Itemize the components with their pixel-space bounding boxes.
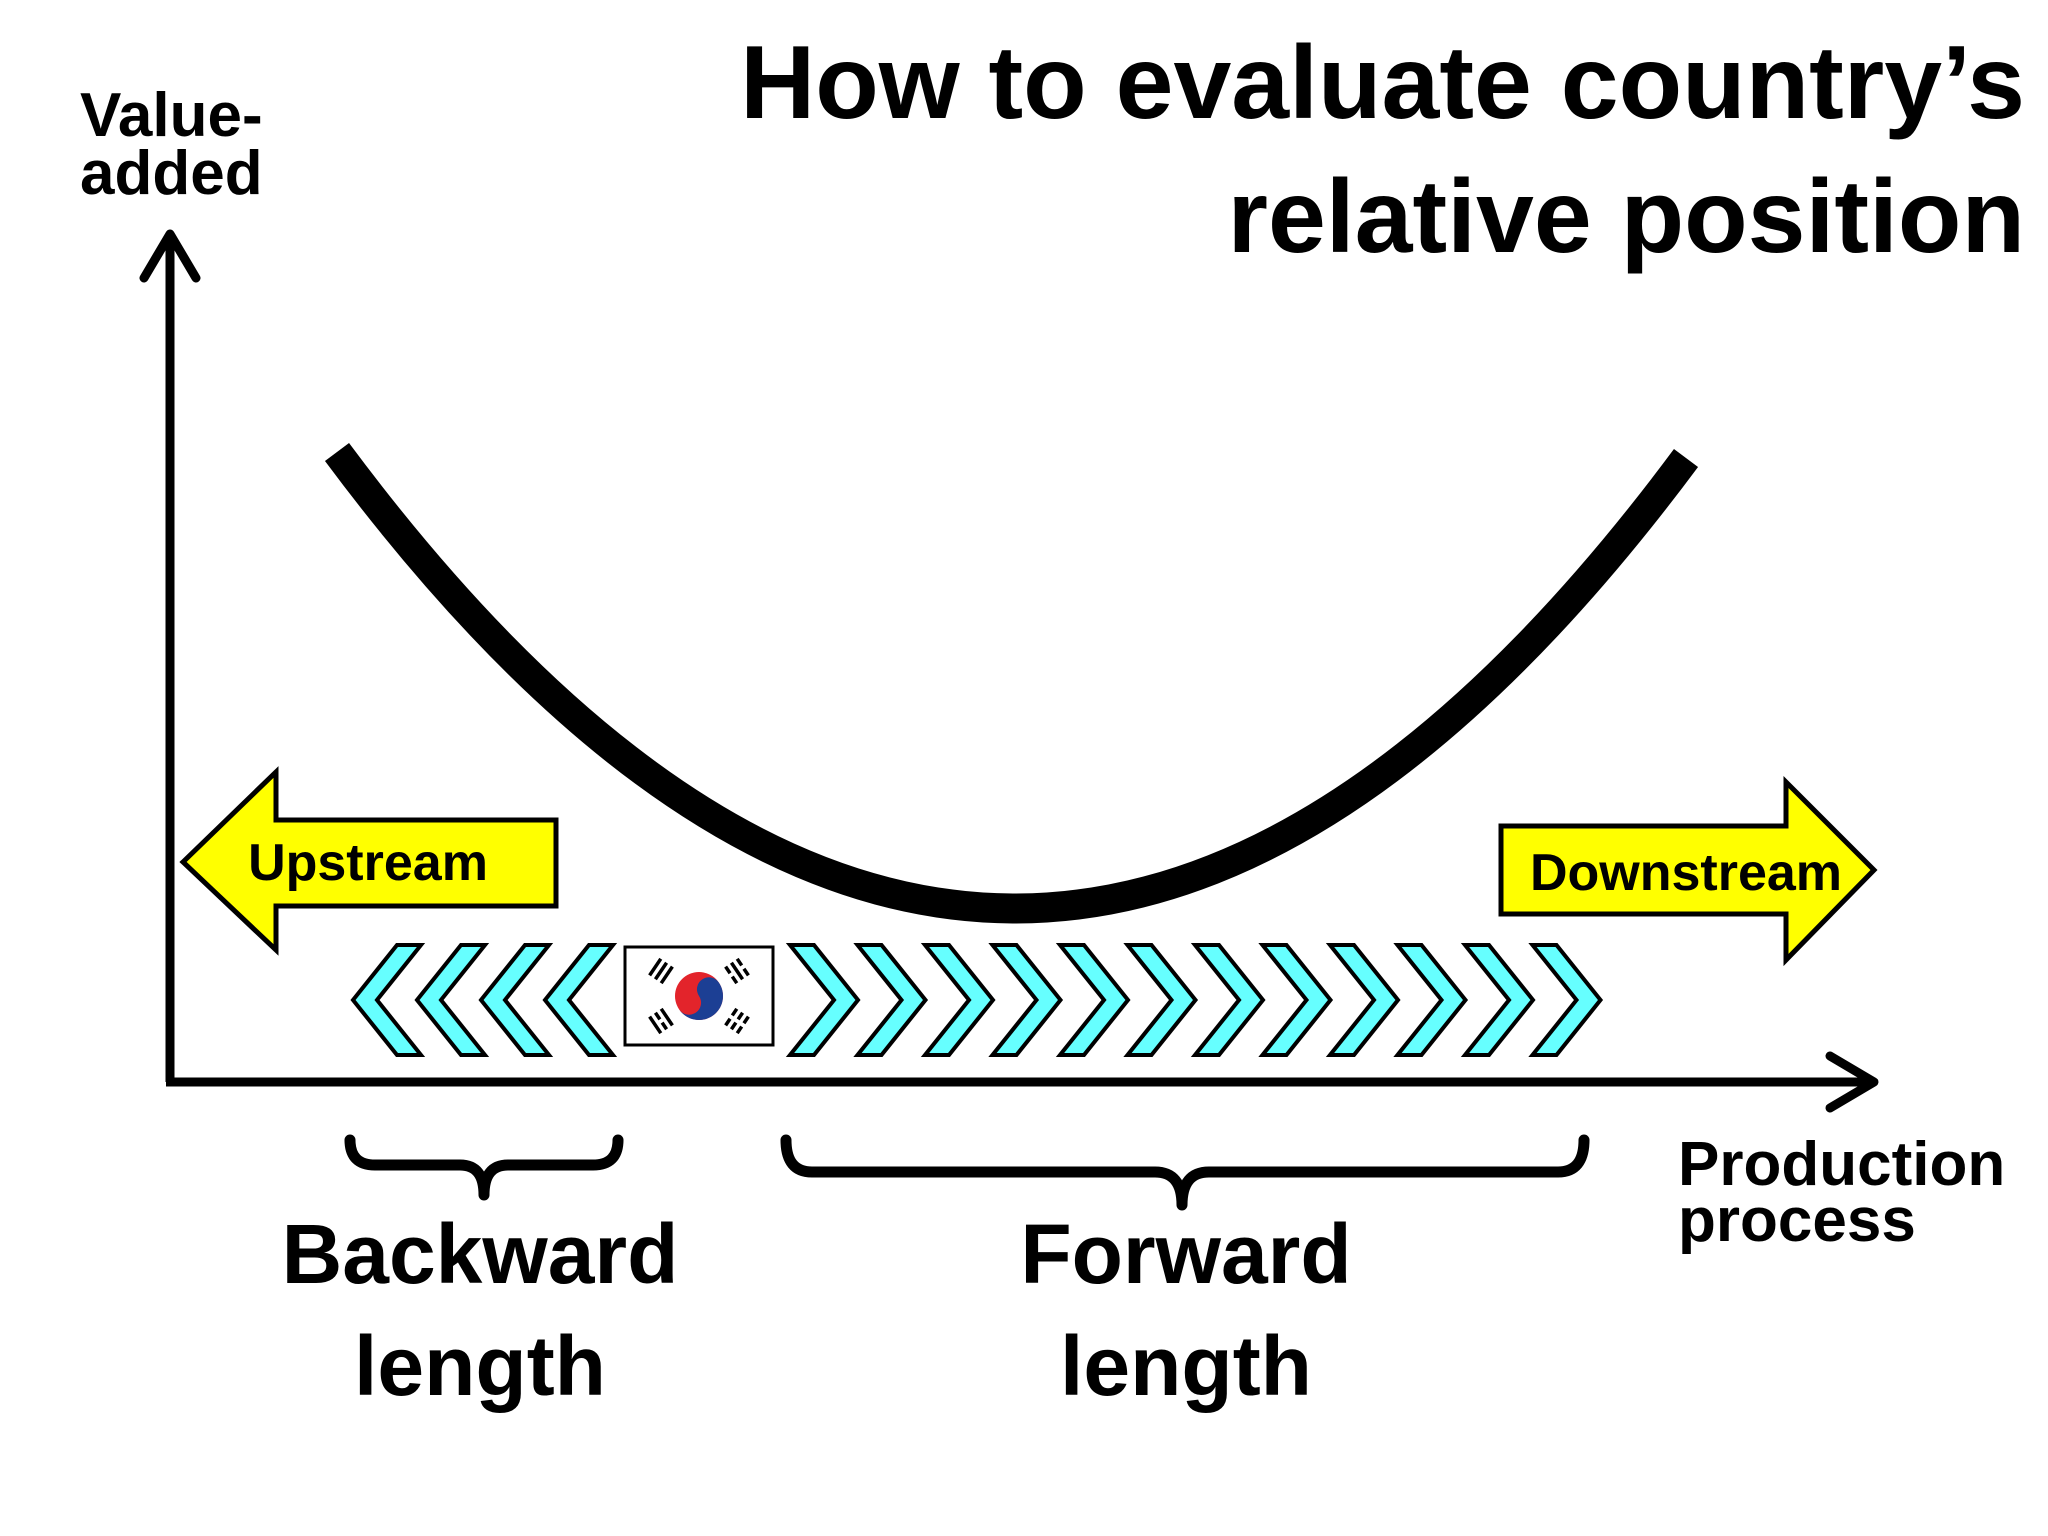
forward-chevron bbox=[1055, 943, 1131, 1057]
forward-chevron bbox=[1460, 943, 1536, 1057]
south-korea-flag bbox=[623, 945, 775, 1047]
forward-chevron bbox=[1123, 943, 1199, 1057]
y-axis-arrowhead bbox=[139, 229, 201, 283]
y-axis-label-line-2: added bbox=[80, 139, 263, 208]
forward-chevron bbox=[853, 943, 929, 1057]
upstream-arrow: Upstream bbox=[179, 766, 559, 956]
taegeuk-blue-half bbox=[679, 977, 723, 1020]
y-axis-label-line-1: Value- bbox=[80, 81, 263, 150]
backward-label-line-1: Backward bbox=[282, 1207, 679, 1301]
downstream-arrow: Downstream bbox=[1498, 775, 1878, 967]
forward-chevron bbox=[1528, 943, 1604, 1057]
axes bbox=[139, 229, 1879, 1113]
forward-brace bbox=[780, 1134, 1590, 1211]
upstream-label: Upstream bbox=[248, 834, 488, 892]
trigram-bottom-left bbox=[648, 1007, 674, 1035]
trigram-top-right bbox=[724, 957, 750, 985]
forward-label-line-2: length bbox=[1060, 1319, 1312, 1413]
backward-chevron bbox=[414, 943, 490, 1057]
downstream-label: Downstream bbox=[1530, 844, 1842, 902]
forward-chevron bbox=[785, 943, 861, 1057]
forward-chevron bbox=[1325, 943, 1401, 1057]
x-axis-label-line-1: Production bbox=[1678, 1130, 2005, 1199]
title-line-1: How to evaluate country’s bbox=[740, 25, 2025, 141]
downstream-arrow-shape bbox=[1498, 775, 1878, 967]
forward-chevrons bbox=[785, 943, 1604, 1057]
x-axis-arrowhead bbox=[1825, 1051, 1879, 1113]
forward-chevron bbox=[988, 943, 1064, 1057]
trigram-top-left bbox=[648, 957, 674, 985]
forward-chevron bbox=[1190, 943, 1266, 1057]
x-axis-label-line-2: process bbox=[1678, 1186, 1916, 1255]
backward-chevron bbox=[478, 943, 554, 1057]
title-line-2: relative position bbox=[1227, 159, 2025, 275]
backward-chevron bbox=[542, 943, 618, 1057]
taegeuk-emblem bbox=[675, 972, 723, 1020]
upstream-arrow-shape bbox=[179, 766, 559, 956]
backward-brace bbox=[344, 1134, 624, 1201]
forward-chevron bbox=[1393, 943, 1469, 1057]
backward-chevrons bbox=[350, 943, 618, 1057]
backward-chevron bbox=[350, 943, 426, 1057]
forward-label-line-1: Forward bbox=[1020, 1207, 1351, 1301]
smile-curve bbox=[324, 443, 1699, 924]
forward-chevron bbox=[920, 943, 996, 1057]
backward-label-line-2: length bbox=[354, 1319, 606, 1413]
forward-chevron bbox=[1258, 943, 1334, 1057]
trigram-marks bbox=[648, 957, 750, 1035]
trigram-bottom-right bbox=[724, 1007, 750, 1035]
